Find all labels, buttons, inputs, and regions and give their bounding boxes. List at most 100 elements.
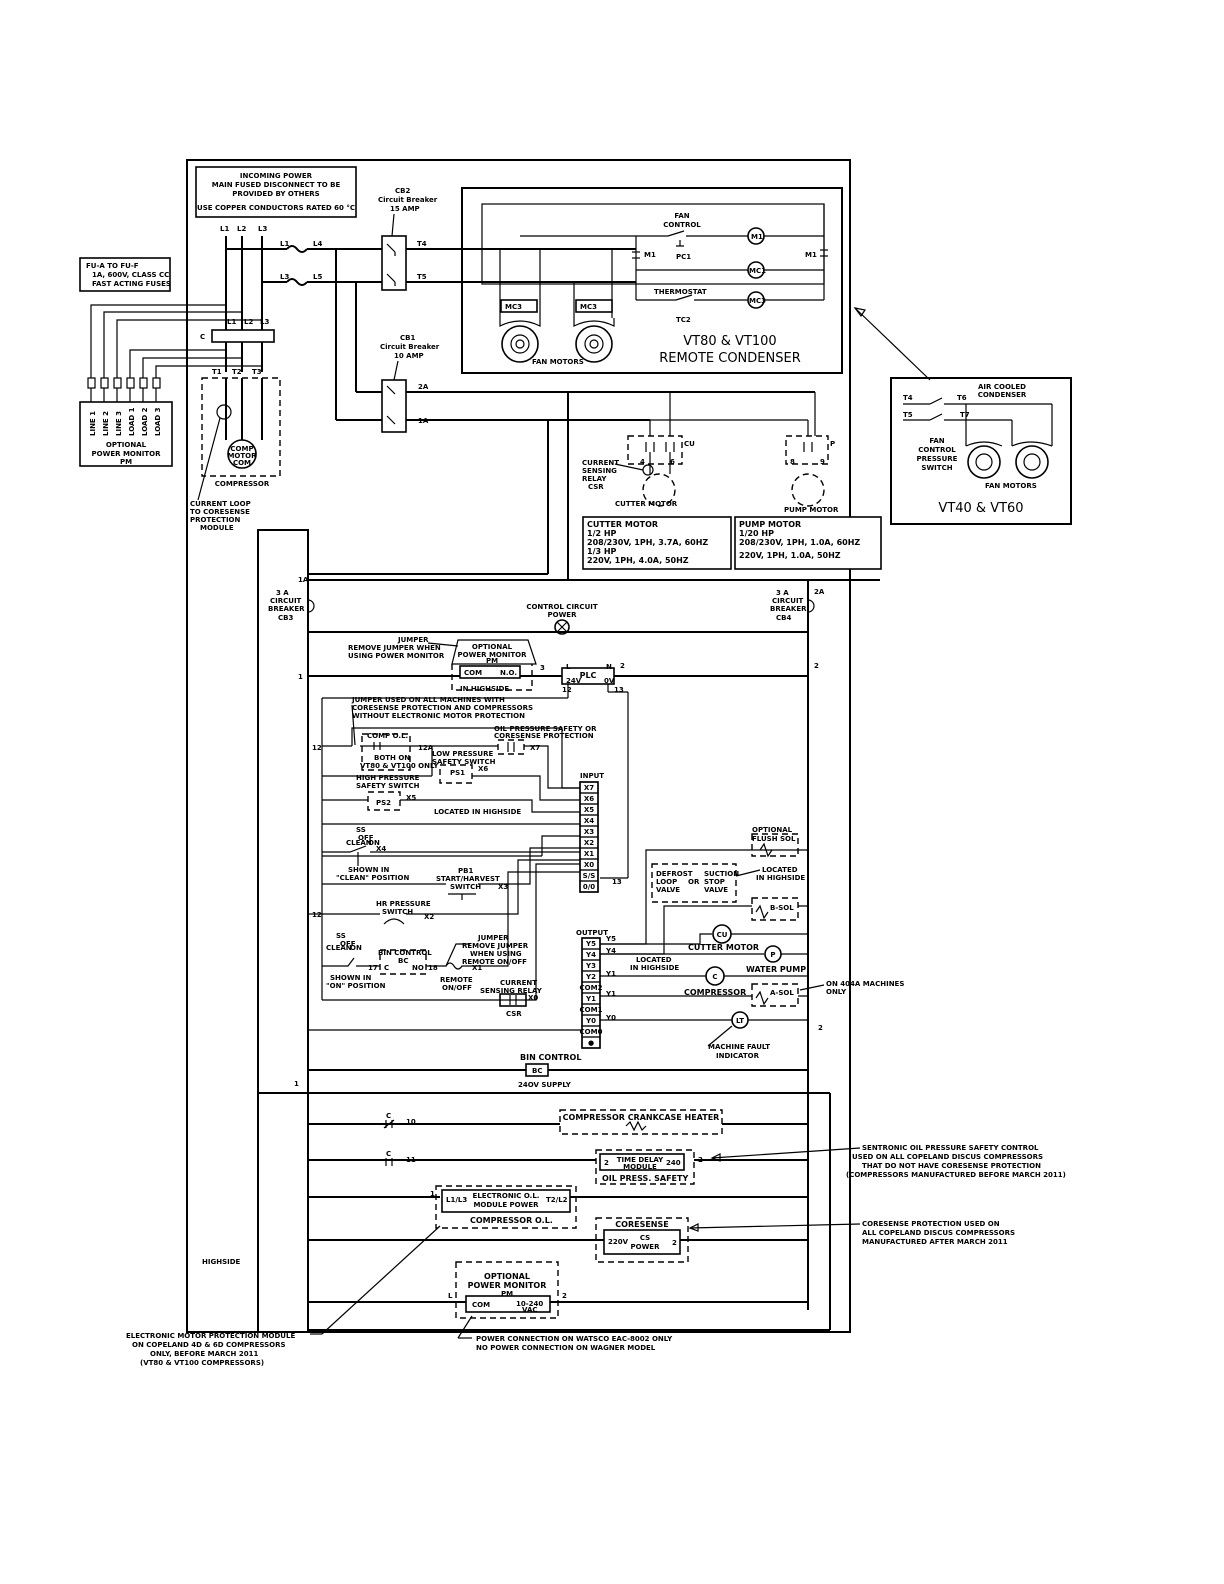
plc-output-label: COM2	[580, 984, 603, 992]
svg-text:M1: M1	[644, 251, 656, 259]
svg-text:L1/L3: L1/L3	[446, 1196, 467, 1204]
bottom-notes: ELECTRONIC MOTOR PROTECTION MODULE ON CO…	[126, 1225, 673, 1367]
plc-output-label: Y5	[585, 940, 596, 948]
svg-text:PC1: PC1	[676, 253, 691, 261]
svg-text:CURRENT LOOP: CURRENT LOOP	[190, 500, 251, 508]
svg-text:COMP: COMP	[230, 445, 253, 453]
svg-text:24OV SUPPLY: 24OV SUPPLY	[518, 1081, 572, 1089]
svg-text:VT40 & VT60: VT40 & VT60	[938, 501, 1023, 516]
svg-text:HIGHSIDE: HIGHSIDE	[202, 1258, 241, 1266]
svg-text:JUMPER: JUMPER	[477, 934, 509, 942]
svg-text:X3: X3	[498, 883, 508, 891]
svg-text:SHOWN IN: SHOWN IN	[330, 974, 371, 982]
svg-text:CIRCUIT: CIRCUIT	[772, 597, 804, 605]
svg-text:CORESENSE PROTECTION: CORESENSE PROTECTION	[494, 732, 594, 740]
svg-text:JUMPER: JUMPER	[397, 636, 429, 644]
svg-text:ON/OFF: ON/OFF	[442, 984, 472, 992]
svg-text:15 AMP: 15 AMP	[390, 205, 420, 213]
svg-text:PROTECTION: PROTECTION	[190, 516, 240, 524]
svg-text:LOAD 3: LOAD 3	[154, 407, 162, 436]
svg-text:ON 404A MACHINES: ON 404A MACHINES	[826, 980, 904, 988]
svg-text:CSR: CSR	[506, 1010, 522, 1018]
svg-text:STOP: STOP	[704, 878, 725, 886]
svg-text:FAN: FAN	[674, 212, 689, 220]
svg-text:USED ON ALL COPELAND DISCUS CO: USED ON ALL COPELAND DISCUS COMPRESSORS	[852, 1153, 1043, 1161]
svg-text:THERMOSTAT: THERMOSTAT	[654, 288, 707, 296]
svg-text:CURRENT: CURRENT	[582, 459, 619, 467]
svg-text:FAN: FAN	[929, 437, 944, 445]
svg-text:T1: T1	[212, 368, 222, 376]
svg-text:CONTROL: CONTROL	[918, 446, 956, 454]
svg-text:LINE 2: LINE 2	[102, 411, 110, 436]
svg-text:OUTPUT: OUTPUT	[576, 929, 608, 937]
pb1-switch: PB1 START/HARVEST SWITCH X3	[322, 835, 580, 900]
svg-text:OR: OR	[688, 878, 700, 886]
line-inputs: L1 L2 L3	[220, 225, 267, 330]
svg-text:18: 18	[428, 964, 438, 972]
svg-text:8: 8	[790, 458, 795, 466]
plc-output-label: COM0	[580, 1028, 603, 1036]
svg-text:T6: T6	[957, 394, 967, 402]
svg-text:L4: L4	[313, 240, 322, 248]
svg-text:PRESSURE: PRESSURE	[917, 455, 958, 463]
svg-text:FAN MOTORS: FAN MOTORS	[532, 358, 584, 366]
svg-text:OIL PRESSURE SAFETY OR: OIL PRESSURE SAFETY OR	[494, 725, 597, 733]
svg-text:1/3 HP: 1/3 HP	[587, 547, 617, 556]
svg-text:USE COPPER CONDUCTORS RATED 60: USE COPPER CONDUCTORS RATED 60 °C	[197, 204, 355, 212]
highside-section: HIGHSIDE C 10 COMPRESSOR CRANKCASE HEATE…	[202, 1109, 1066, 1319]
svg-text:LOCATED IN HIGHSIDE: LOCATED IN HIGHSIDE	[434, 808, 521, 816]
svg-text:T7: T7	[960, 411, 970, 419]
svg-text:REMOTE: REMOTE	[440, 976, 473, 984]
svg-text:AIR COOLED: AIR COOLED	[978, 383, 1026, 391]
svg-text:LOOP: LOOP	[656, 878, 677, 886]
breaker-cb2: CB2 Circuit Breaker 15 AMP T4 T5	[378, 187, 636, 291]
svg-text:MACHINE FAULT: MACHINE FAULT	[708, 1043, 770, 1051]
svg-text:T5: T5	[903, 411, 913, 419]
svg-text:12: 12	[312, 911, 322, 919]
svg-text:17: 17	[368, 964, 378, 972]
fuse-note: FU-A TO FU-F 1A, 600V, CLASS CC FAST ACT…	[79, 257, 171, 292]
svg-text:X6: X6	[478, 765, 488, 773]
condenser-pointer	[854, 307, 931, 381]
svg-text:BREAKER: BREAKER	[770, 605, 807, 613]
svg-text:L3: L3	[260, 318, 269, 326]
svg-text:LOCATED: LOCATED	[636, 956, 672, 964]
svg-text:9: 9	[820, 458, 825, 466]
svg-text:(VT80 & VT100 COMPRESSORS): (VT80 & VT100 COMPRESSORS)	[140, 1359, 264, 1367]
svg-text:LOCATED: LOCATED	[762, 866, 798, 874]
svg-text:2: 2	[562, 1292, 567, 1300]
plc-input-label: X0	[584, 861, 594, 869]
plc-input-cell	[579, 880, 599, 893]
svg-text:POWER CONNECTION ON WATSCO EAC: POWER CONNECTION ON WATSCO EAC-8002 ONLY	[476, 1335, 673, 1343]
svg-text:CB2: CB2	[395, 187, 410, 195]
svg-text:X4: X4	[376, 845, 386, 853]
cutter-pump-motors: CU 4 6 CUTTER MOTOR CURRENT SENSING RELA…	[308, 392, 882, 581]
svg-text:BIN CONTROL: BIN CONTROL	[520, 1053, 581, 1062]
breaker-cb1: CB1 Circuit Breaker 10 AMP 2A 1A	[380, 334, 815, 433]
svg-text:IN HIGHSIDE: IN HIGHSIDE	[630, 964, 679, 972]
svg-text:USING POWER MONITOR: USING POWER MONITOR	[348, 652, 445, 660]
svg-text:BOTH ON: BOTH ON	[374, 754, 410, 762]
svg-text:CS: CS	[640, 1234, 650, 1242]
hr-pressure-switch: 12 HR PRESSURE SWITCH X2	[308, 859, 580, 925]
svg-text:CB3: CB3	[278, 614, 293, 622]
svg-text:TC2: TC2	[676, 316, 691, 324]
svg-text:TIME DELAY: TIME DELAY	[617, 1156, 664, 1164]
svg-text:220V: 220V	[608, 1238, 629, 1246]
svg-text:SWITCH: SWITCH	[921, 464, 952, 472]
svg-text:4: 4	[640, 458, 645, 466]
svg-text:HIGH PRESSURE: HIGH PRESSURE	[356, 774, 420, 782]
svg-text:BC: BC	[398, 957, 408, 965]
svg-text:CONTROL: CONTROL	[663, 221, 701, 229]
svg-text:POWER MONITOR: POWER MONITOR	[468, 1281, 547, 1290]
svg-text:LOW PRESSURE: LOW PRESSURE	[432, 750, 493, 758]
svg-text:Circuit Breaker: Circuit Breaker	[378, 196, 438, 204]
svg-text:L2: L2	[244, 318, 253, 326]
svg-text:C: C	[386, 1150, 391, 1158]
svg-text:1A, 600V, CLASS CC: 1A, 600V, CLASS CC	[92, 271, 169, 279]
svg-text:1A: 1A	[298, 576, 309, 584]
svg-text:FLUSH SOL: FLUSH SOL	[752, 835, 796, 843]
svg-text:JUMPER USED ON ALL MACHINES WI: JUMPER USED ON ALL MACHINES WITH	[351, 696, 505, 704]
svg-text:VAC: VAC	[522, 1306, 538, 1314]
